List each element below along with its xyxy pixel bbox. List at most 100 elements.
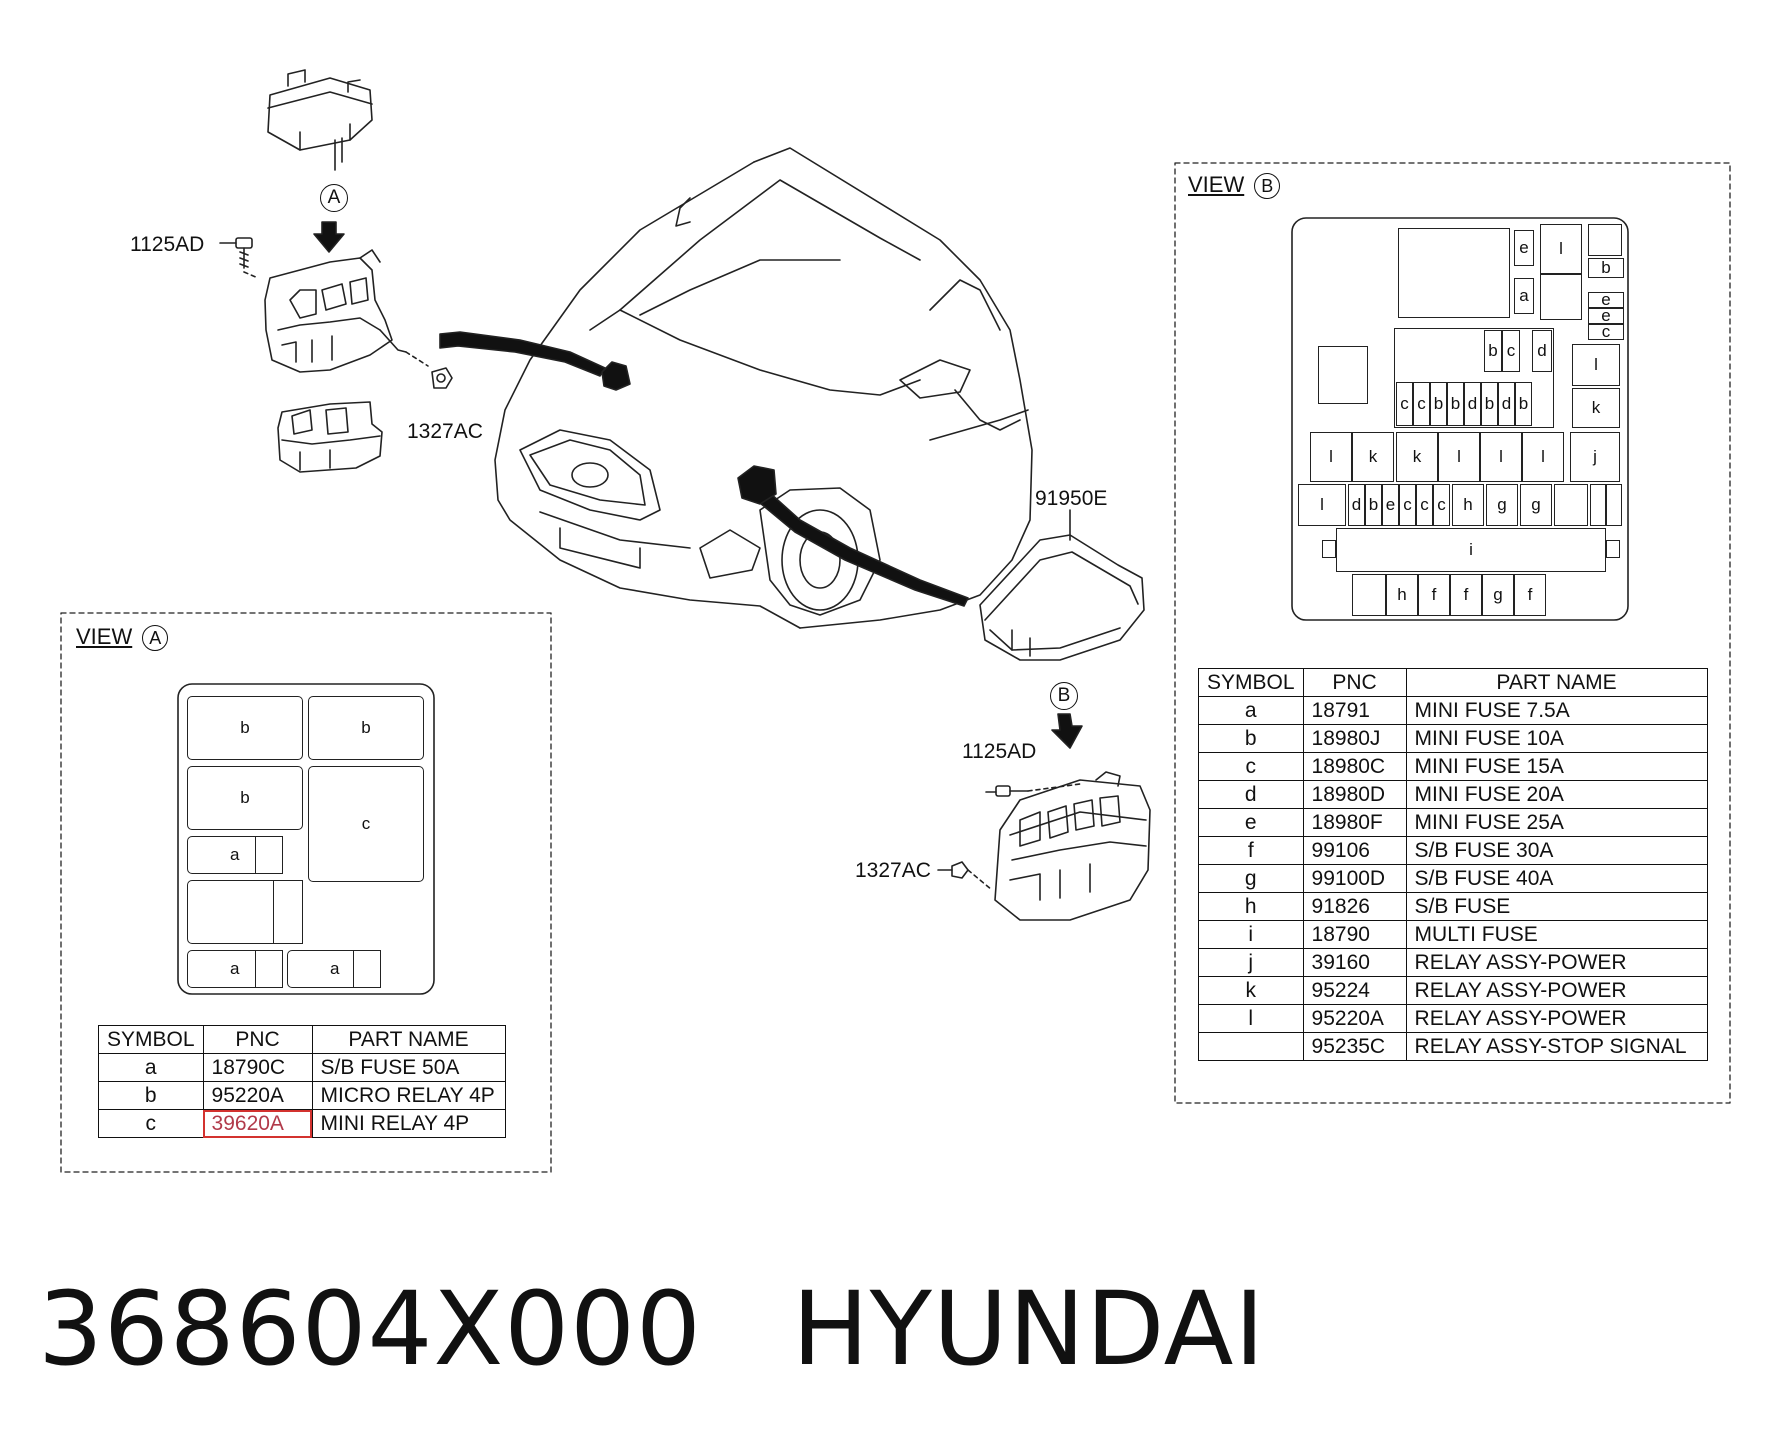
view-b-block-large	[1398, 228, 1510, 318]
view-b-slot: h	[1452, 484, 1484, 526]
symbol-cell: j	[1198, 948, 1304, 977]
view-b-slot: c	[1433, 484, 1450, 526]
symbol-cell: c	[1198, 752, 1304, 781]
col-part-name: PART NAME	[311, 1025, 506, 1054]
view-b-slot: f	[1418, 574, 1450, 616]
view-b-slot-blank	[1590, 484, 1606, 526]
part-name-cell: RELAY ASSY-POWER	[1405, 976, 1708, 1005]
view-b-slot: d	[1532, 330, 1552, 372]
fuse-box-a-body	[264, 249, 429, 373]
view-b-slot: a	[1514, 278, 1534, 314]
pnc-cell: 95224	[1302, 976, 1407, 1005]
pnc-cell: 18980F	[1302, 808, 1407, 837]
view-b-slot: j	[1570, 432, 1620, 482]
view-a-slot-b2: b	[308, 696, 424, 760]
table-header-row: SYMBOL PNC PART NAME	[1198, 668, 1708, 697]
table-row: b 95220A MICRO RELAY 4P	[98, 1081, 506, 1110]
callout-91950e: 91950E	[1035, 487, 1108, 510]
col-pnc: PNC	[1302, 668, 1407, 697]
pnc-cell: 91826	[1302, 892, 1407, 921]
view-b-slot: h	[1386, 574, 1418, 616]
view-b-slot: c	[1416, 484, 1433, 526]
view-b-slot: e	[1588, 306, 1624, 325]
view-a-parts-table: SYMBOL PNC PART NAME a 18790C S/B FUSE 5…	[98, 1025, 506, 1138]
callout-1327ac-top: 1327AC	[407, 420, 483, 443]
view-b-slot: b	[1481, 382, 1498, 426]
fuse-box-b-body	[994, 771, 1151, 921]
pnc-cell: 18980D	[1302, 780, 1407, 809]
symbol-cell: a	[1198, 696, 1304, 725]
location-pointers	[439, 331, 969, 607]
part-name-cell: S/B FUSE 30A	[1405, 836, 1708, 865]
view-b-slot: b	[1430, 382, 1447, 426]
view-b-slot-blank	[1588, 224, 1622, 256]
marker-a: A	[320, 184, 348, 212]
symbol-cell	[1198, 1032, 1304, 1061]
view-b-slot: k	[1572, 388, 1620, 428]
callout-1327ac-right: 1327AC	[855, 859, 931, 882]
view-b-slot: d	[1464, 382, 1481, 426]
symbol-cell: b	[1198, 724, 1304, 753]
part-name-cell: MICRO RELAY 4P	[311, 1081, 506, 1110]
nut-right	[937, 861, 993, 891]
pnc-cell: 18980J	[1302, 724, 1407, 753]
symbol-cell: c	[98, 1109, 204, 1138]
view-b-slot: l	[1522, 432, 1564, 482]
view-b-slot: k	[1396, 432, 1438, 482]
view-b-title-letter: B	[1254, 173, 1281, 200]
pnc-cell-highlighted: 39620A	[202, 1109, 313, 1138]
col-symbol: SYMBOL	[98, 1025, 204, 1054]
pnc-cell: 39160	[1302, 948, 1407, 977]
part-name-cell: MINI FUSE 25A	[1405, 808, 1708, 837]
view-b-slot: k	[1352, 432, 1394, 482]
view-a-panel	[177, 683, 435, 995]
callout-1125ad-top: 1125AD	[130, 233, 205, 256]
symbol-cell: i	[1198, 920, 1304, 949]
symbol-cell: a	[98, 1053, 204, 1082]
view-a-title-text: VIEW	[76, 624, 133, 649]
view-b-slot: d	[1348, 484, 1365, 526]
pnc-cell: 95235C	[1302, 1032, 1407, 1061]
view-b-slot: f	[1450, 574, 1482, 616]
symbol-cell: l	[1198, 1004, 1304, 1033]
view-b-slot: l	[1438, 432, 1480, 482]
part-name-cell: S/B FUSE 40A	[1405, 864, 1708, 893]
view-b-slot: c	[1396, 382, 1413, 426]
view-b-slot: c	[1413, 382, 1430, 426]
view-b-slot: b	[1515, 382, 1532, 426]
part-name-cell: RELAY ASSY-POWER	[1405, 1004, 1708, 1033]
view-b-slot: b	[1447, 382, 1464, 426]
view-b-panel	[1291, 217, 1629, 621]
view-b-slot: l	[1298, 484, 1346, 526]
symbol-cell: b	[98, 1081, 204, 1110]
part-name-cell: MINI FUSE 15A	[1405, 752, 1708, 781]
col-symbol: SYMBOL	[1198, 668, 1304, 697]
view-b-slot: g	[1520, 484, 1552, 526]
view-b-slot: l	[1540, 224, 1582, 274]
part-name-cell: RELAY ASSY-STOP SIGNAL	[1405, 1032, 1708, 1061]
part-name-cell: MINI FUSE 20A	[1405, 780, 1708, 809]
view-a-slot-a3-tab	[353, 950, 381, 988]
part-name-cell: MINI FUSE 7.5A	[1405, 696, 1708, 725]
view-b-slot-blank	[1606, 484, 1622, 526]
view-a-slot-b3: b	[187, 766, 303, 830]
view-b-title-text: VIEW	[1188, 172, 1245, 197]
symbol-cell: d	[1198, 780, 1304, 809]
view-a-slot-blank-tab	[273, 880, 303, 944]
part-name-cell: RELAY ASSY-POWER	[1405, 948, 1708, 977]
pnc-cell: 18980C	[1302, 752, 1407, 781]
view-a-slot-a2-tab	[255, 950, 283, 988]
view-b-slot-tab-left	[1322, 540, 1336, 558]
